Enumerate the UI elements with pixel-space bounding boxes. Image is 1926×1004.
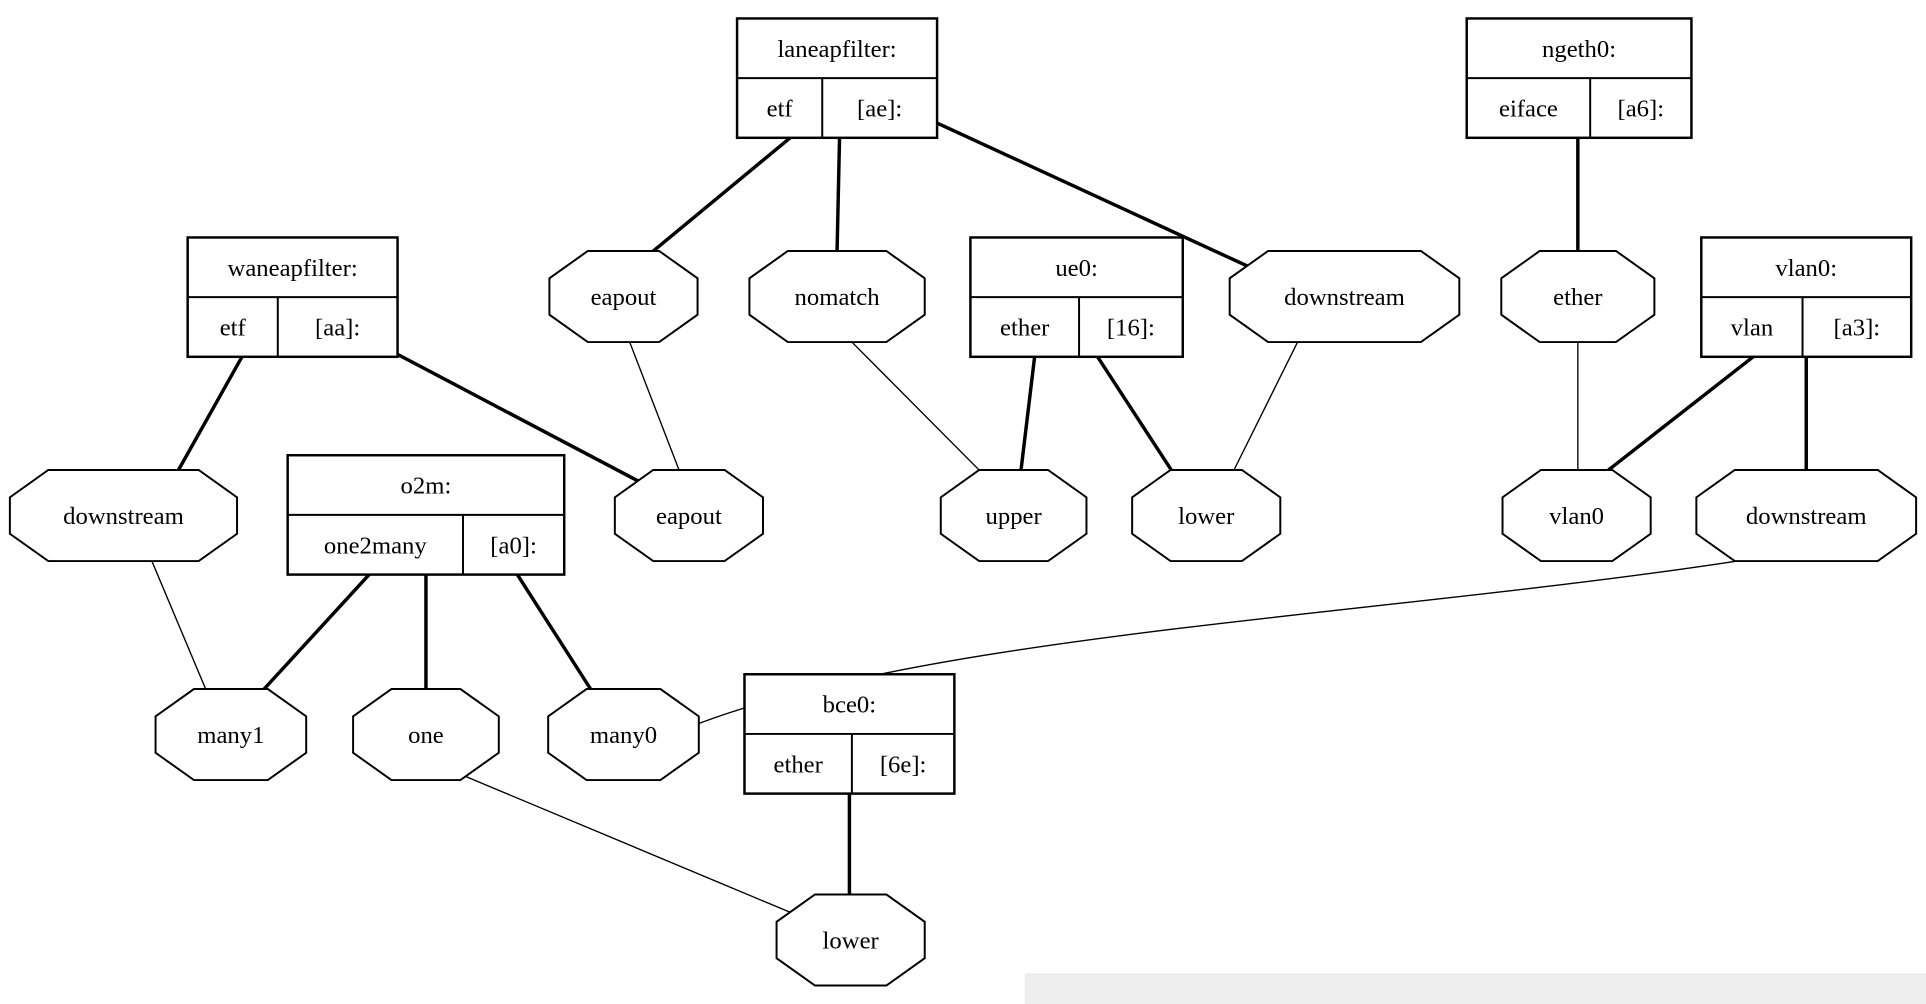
hook-label: upper bbox=[986, 503, 1042, 530]
hook-octagon bbox=[352, 688, 500, 782]
hook-octagon bbox=[613, 469, 764, 563]
edge-o2m-to-many0 bbox=[515, 573, 593, 692]
hook-label: one bbox=[408, 722, 444, 749]
node-title: waneapfilter: bbox=[228, 255, 358, 282]
hook-label: lower bbox=[1178, 503, 1234, 530]
node-waneapfilter: waneapfilter: etf [aa]: bbox=[186, 236, 399, 359]
hook-octagon bbox=[548, 250, 699, 344]
hook-ue0-upper: upper bbox=[939, 469, 1088, 563]
hook-octagon bbox=[1228, 250, 1461, 344]
hook-label: eapout bbox=[591, 284, 657, 311]
edge-link-downstream-many1 bbox=[151, 560, 207, 691]
edge-vlan0-to-vlan0hook bbox=[1602, 355, 1755, 476]
hook-octagon bbox=[1501, 469, 1652, 563]
hook-octagon bbox=[8, 469, 239, 563]
node-cell-right: [6e]: bbox=[880, 751, 927, 778]
node-cell-left: etf bbox=[767, 96, 794, 123]
hook-octagon bbox=[154, 688, 308, 782]
node-cell-left: ether bbox=[1000, 315, 1049, 342]
edge-waneapfilter-to-eapout bbox=[396, 352, 640, 483]
edge-link-one-lower bbox=[465, 775, 798, 917]
node-cell-right: [ae]: bbox=[857, 96, 902, 123]
edge-link-downstream-lower bbox=[1232, 341, 1299, 472]
hook-o2m-many1: many1 bbox=[154, 688, 308, 782]
node-cell-left: vlan bbox=[1731, 315, 1774, 342]
hook-octagon bbox=[1500, 250, 1656, 344]
hook-o2m-many0: many0 bbox=[547, 688, 700, 782]
window-edge-shadow bbox=[1024, 973, 1926, 1004]
hook-laneapfilter-downstream: downstream bbox=[1228, 250, 1461, 344]
hook-ue0-lower: lower bbox=[1131, 469, 1282, 563]
hook-octagon bbox=[1695, 469, 1918, 563]
hook-vlan0-downstream: downstream bbox=[1695, 469, 1918, 563]
hook-octagon bbox=[1131, 469, 1282, 563]
node-cell-left: etf bbox=[220, 315, 247, 342]
node-laneapfilter: laneapfilter: etf [ae]: bbox=[735, 17, 939, 140]
node-title: laneapfilter: bbox=[777, 36, 896, 63]
node-o2m: o2m: one2many [a0]: bbox=[286, 454, 566, 576]
edge-o2m-to-many1 bbox=[261, 573, 371, 692]
hook-label: many1 bbox=[197, 722, 264, 749]
node-cell-right: [a0]: bbox=[490, 532, 537, 559]
edge-link-eapout-eapout bbox=[629, 341, 680, 471]
node-title: vlan0: bbox=[1775, 255, 1837, 282]
node-cell-left: one2many bbox=[324, 532, 427, 559]
node-ue0: ue0: ether [16]: bbox=[969, 236, 1184, 359]
node-cell-right: [a3]: bbox=[1834, 315, 1881, 342]
node-title: ue0: bbox=[1055, 255, 1098, 282]
hook-octagon bbox=[748, 250, 926, 344]
hook-octagon bbox=[939, 469, 1088, 563]
edge-laneapfilter-to-nomatch bbox=[835, 137, 842, 252]
hook-octagon bbox=[775, 893, 926, 987]
hook-label: nomatch bbox=[795, 284, 880, 311]
hook-waneapfilter-downstream: downstream bbox=[8, 469, 239, 563]
hook-bce0-lower: lower bbox=[775, 893, 926, 987]
hook-waneapfilter-eapout: eapout bbox=[613, 469, 764, 563]
edge-laneapfilter-to-eapout bbox=[650, 136, 792, 254]
node-bce0: bce0: ether [6e]: bbox=[743, 673, 956, 795]
hook-laneapfilter-nomatch: nomatch bbox=[748, 250, 926, 344]
node-cell-left: eiface bbox=[1499, 96, 1558, 123]
node-title: o2m: bbox=[401, 473, 452, 500]
node-cell-right: [aa]: bbox=[315, 315, 360, 342]
node-title: ngeth0: bbox=[1542, 36, 1616, 63]
hook-o2m-one: one bbox=[352, 688, 500, 782]
hook-label: many0 bbox=[590, 722, 657, 749]
node-vlan0: vlan0: vlan [a3]: bbox=[1700, 236, 1913, 359]
hook-label: downstream bbox=[63, 503, 184, 530]
edge-link-nomatch-upper bbox=[851, 341, 984, 475]
hook-vlan0-vlan0: vlan0 bbox=[1501, 469, 1652, 563]
node-cell-right: [a6]: bbox=[1618, 96, 1665, 123]
hook-label: ether bbox=[1553, 284, 1602, 311]
edge-ue0-to-lower bbox=[1096, 355, 1175, 474]
hook-label: eapout bbox=[656, 503, 722, 530]
edge-ue0-to-upper bbox=[1019, 356, 1037, 471]
node-ngeth0: ngeth0: eiface [a6]: bbox=[1465, 17, 1693, 140]
node-cell-right: [16]: bbox=[1107, 315, 1155, 342]
hook-octagon bbox=[547, 688, 700, 782]
hook-label: downstream bbox=[1746, 503, 1867, 530]
hook-label: downstream bbox=[1284, 284, 1405, 311]
edge-laneapfilter-to-downstream bbox=[936, 121, 1251, 269]
hook-ngeth0-ether: ether bbox=[1500, 250, 1656, 344]
node-cell-left: ether bbox=[774, 751, 823, 778]
edge-waneapfilter-to-downstream bbox=[176, 355, 244, 473]
hook-label: vlan0 bbox=[1549, 503, 1604, 530]
node-title: bce0: bbox=[823, 692, 876, 719]
hook-laneapfilter-eapout: eapout bbox=[548, 250, 699, 344]
hook-label: lower bbox=[823, 928, 879, 955]
